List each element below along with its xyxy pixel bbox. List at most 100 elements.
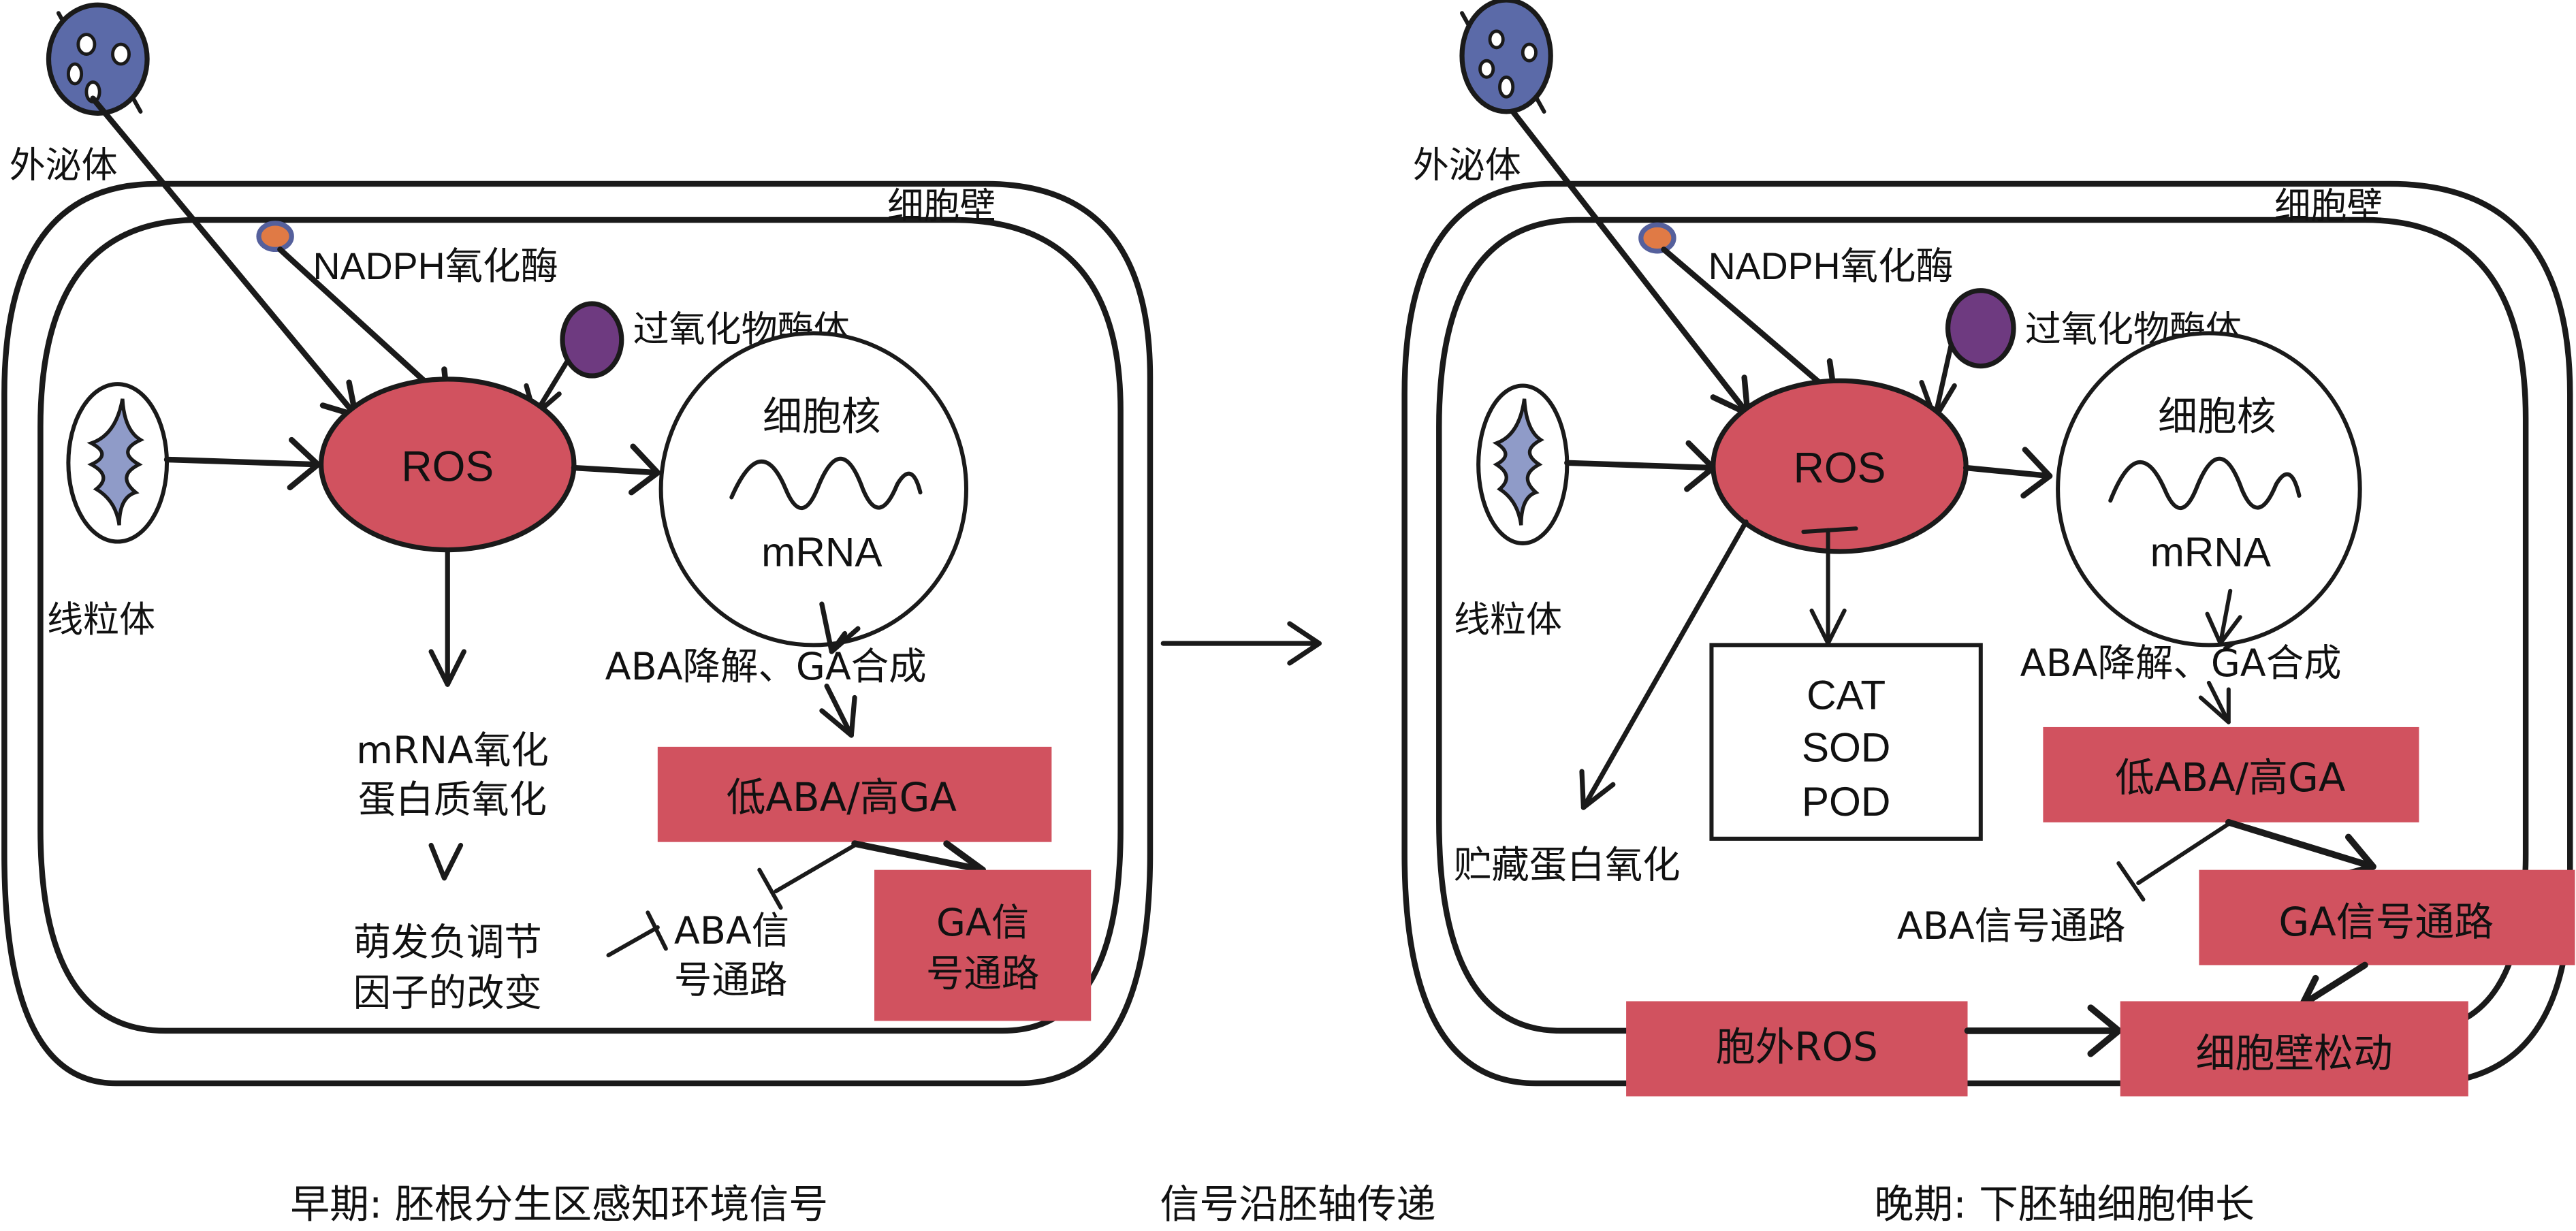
left-exosome-vesicle [111, 42, 131, 66]
right-arrow-aba-box [2206, 680, 2231, 724]
right-exosome-icon [1459, 0, 1553, 114]
right-arrowhead [1579, 769, 1616, 810]
left-ros-label: ROS [401, 443, 494, 490]
right-exosome-label: 外泌体 [1413, 144, 1521, 186]
right-arrowhead [2087, 1004, 2122, 1057]
right-arrow-nadph-ros [1661, 246, 1838, 399]
right-inhibit-bar [2116, 861, 2146, 902]
right-arrow-ros-storage [1580, 519, 1749, 810]
left-arrow-aba-box [824, 684, 854, 738]
left-mrna-wave-icon [729, 456, 923, 511]
right-enzyme-sod: SOD [1802, 724, 1891, 771]
left-mrna-label: mRNA [761, 529, 882, 575]
right-aba-signal-text: ABA信号通路 [1897, 905, 2126, 948]
right-ga-signal-text: GA信号通路 [2278, 899, 2494, 945]
left-arrowhead [287, 436, 321, 491]
right-enzyme-pod: POD [1802, 778, 1891, 825]
left-ga-signal-text-2: 号通路 [926, 953, 1039, 996]
left-mitochondria-cristae [86, 398, 145, 526]
right-panel: 细胞壁 外泌体 NADPH氧化酶 过氧化物酶体 线粒体 ROS [1401, 0, 2575, 1097]
left-ga-signal-text-1: GA信 [936, 901, 1029, 945]
left-arrowhead [428, 649, 466, 687]
right-arrow-mito-ros [1564, 460, 1717, 471]
left-inhibit-line-regulator [606, 925, 660, 958]
right-low-aba-high-ga-box [2043, 726, 2419, 822]
right-arrow-exosome-ros [1510, 108, 1751, 417]
right-antioxidant-box [1709, 643, 1983, 841]
left-plasma-membrane [37, 217, 1124, 1034]
right-arrowhead [2020, 447, 2053, 499]
left-arrow-nadph-ros [277, 246, 451, 405]
right-aba-ga-text: ABA降解、GA合成 [2020, 642, 2342, 686]
right-exosome-vesicle [1521, 42, 1538, 63]
transition-arrowhead-icon [1287, 621, 1322, 666]
right-mrna-wave-icon [2108, 456, 2302, 511]
right-ga-signal-box [2199, 869, 2575, 965]
left-arrowhead [629, 443, 661, 496]
left-exosome-icon [46, 2, 150, 116]
right-extracellular-ros-text: 胞外ROS [1716, 1023, 1878, 1070]
right-extracellular-ros-box [1626, 1001, 1968, 1097]
right-arrow-ros-nucleus [1962, 464, 2053, 479]
left-panel: 细胞壁 外泌体 NADPH氧化酶 过氧化物酶体 线粒体 ROS [1, 2, 1154, 1087]
right-exosome-vesicle [1488, 29, 1505, 50]
left-oxidation-text-1: mRNA氧化 [356, 729, 549, 773]
left-nucleus-label: 细胞核 [763, 394, 881, 440]
left-arrow-box-ga [851, 840, 986, 874]
right-cell-wall-loosening-box [2120, 1001, 2468, 1097]
left-cell-wall-label: 细胞壁 [887, 185, 996, 227]
right-cell-wall-label: 细胞壁 [2274, 185, 2383, 227]
right-arrow-nucleus-aba [2218, 588, 2233, 645]
right-enzyme-cat: CAT [1807, 671, 1886, 718]
left-nucleus [658, 331, 969, 648]
left-oxidation-text-2: 蛋白质氧化 [358, 778, 547, 822]
caption-early: 早期: 胚根分生区感知环境信号 [290, 1181, 828, 1228]
left-inhibit-line-aba [774, 843, 857, 894]
right-arrow-peroxisome-ros [1932, 342, 1954, 421]
left-cell-wall-outer [1, 180, 1154, 1087]
left-peroxisome-icon [560, 301, 624, 379]
left-exosome-vesicle [66, 62, 84, 86]
right-plasma-membrane [1436, 217, 2529, 1034]
left-mitochondria-label: 线粒体 [47, 598, 155, 641]
right-arrow-box-ga [2225, 818, 2376, 870]
left-arrow-oxidation-regulator [428, 842, 464, 881]
left-arrowhead [819, 601, 861, 654]
right-inhibit-line-aba [2136, 822, 2231, 885]
left-aba-signal-text-2: 号通路 [674, 959, 787, 1002]
left-exosome-label: 外泌体 [10, 144, 118, 186]
left-arrow-ros-nucleus [571, 464, 661, 476]
right-arrowhead [2205, 611, 2242, 645]
left-arrow-mito-ros [163, 456, 321, 468]
left-arrowhead [819, 694, 857, 738]
left-nadph-oxidase-icon [256, 221, 294, 253]
right-exosome-vesicle [1498, 75, 1515, 99]
left-low-aba-high-ga-text: 低ABA/高GA [727, 774, 957, 820]
left-inhibit-bar [646, 910, 668, 951]
right-nucleus-label: 细胞核 [2158, 394, 2276, 440]
right-ros-label: ROS [1794, 445, 1886, 492]
right-mitochondria-cristae [1492, 398, 1544, 526]
left-arrow-exosome-ros [90, 95, 359, 419]
right-nucleus [2056, 331, 2362, 648]
right-peroxisome-icon [1945, 288, 2016, 369]
left-regulator-text-1: 萌发负调节 [353, 921, 542, 965]
caption-transmission: 信号沿胚轴传递 [1160, 1181, 1436, 1228]
right-nadph-label: NADPH氧化酶 [1708, 245, 1954, 287]
right-exosome-vesicle [1478, 59, 1495, 79]
caption-late: 晚期: 下胚轴细胞伸长 [1875, 1181, 2255, 1228]
left-exosome-vesicle [76, 33, 97, 56]
right-low-aba-high-ga-text: 低ABA/高GA [2115, 754, 2346, 801]
left-aba-signal-text-1: ABA信 [674, 910, 789, 953]
right-arrow-nucleus-aba [2223, 641, 2236, 651]
right-mitochondria-label: 线粒体 [1454, 598, 1562, 641]
left-nadph-label: NADPH氧化酶 [313, 245, 558, 287]
left-regulator-text-2: 因子的改变 [353, 972, 542, 1016]
left-low-aba-high-ga-box [657, 746, 1052, 842]
left-aba-ga-text: ABA降解、GA合成 [605, 645, 927, 689]
left-ga-signal-box [874, 869, 1092, 1021]
right-arrow-ga-loosening [2299, 961, 2368, 1008]
right-storage-protein-text: 贮藏蛋白氧化 [1454, 844, 1681, 888]
right-nadph-oxidase-icon [1638, 222, 1676, 254]
right-cell-wall-loosening-text: 细胞壁松动 [2196, 1030, 2393, 1076]
